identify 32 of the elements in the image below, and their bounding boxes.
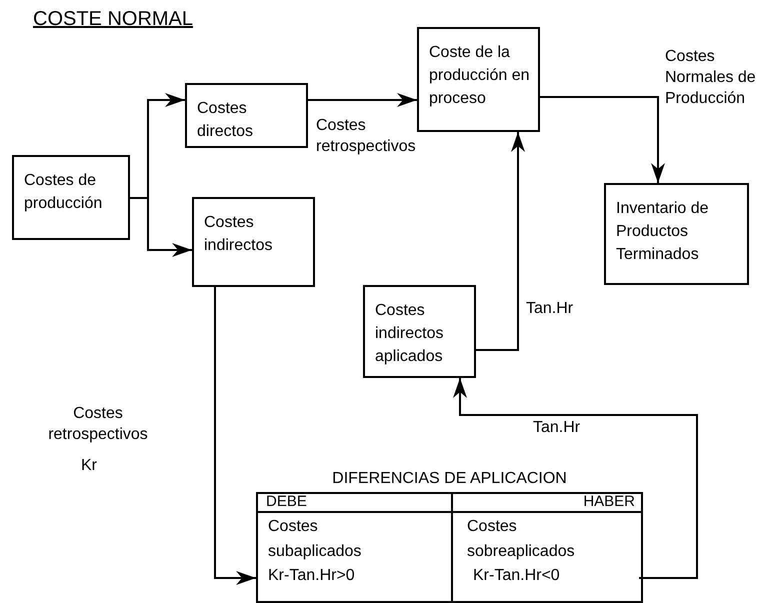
cell-text: Costes sobreaplicados [467,517,576,562]
process-box [417,27,540,132]
note-text: Kr [81,456,97,476]
arrow [130,197,192,257]
table-title: DIFERENCIAS DE APLICACION [331,469,568,489]
box-text: Inventario de Productos Terminados [616,199,710,266]
note-text: Costes retrospectivos [48,404,148,445]
box-text: Costes indirectos aplicados [375,301,444,368]
process-box [604,183,749,285]
arrow [308,93,417,107]
formula-text: Kr-Tan.Hr>0 [268,567,355,585]
box-text: Costes directos [197,99,254,142]
process-box [363,285,476,378]
edge-label: Tan.Hr [533,418,580,438]
edge-label: Tan.Hr [526,299,574,319]
arrow [453,378,698,579]
formula-text: Kr-Tan.Hr<0 [473,567,560,585]
diagram-title: COSTE NORMAL [33,8,194,31]
edge-label: Costes retrospectivos [316,116,417,157]
cell-text: Costes subaplicados [268,517,362,562]
arrow [476,132,525,351]
box-text: Costes indirectos [204,213,274,256]
arrow [214,287,256,585]
column-header: HABER [583,494,635,510]
process-box [192,197,315,287]
edge-label: Costes Normales de Producción [665,47,757,109]
arrow [540,96,665,183]
process-box [185,83,308,148]
box-text: Costes de producción [24,171,104,214]
process-box [12,155,130,240]
box-text: Coste de la producción en proceso [429,43,531,110]
column-header: DEBE [266,494,307,510]
